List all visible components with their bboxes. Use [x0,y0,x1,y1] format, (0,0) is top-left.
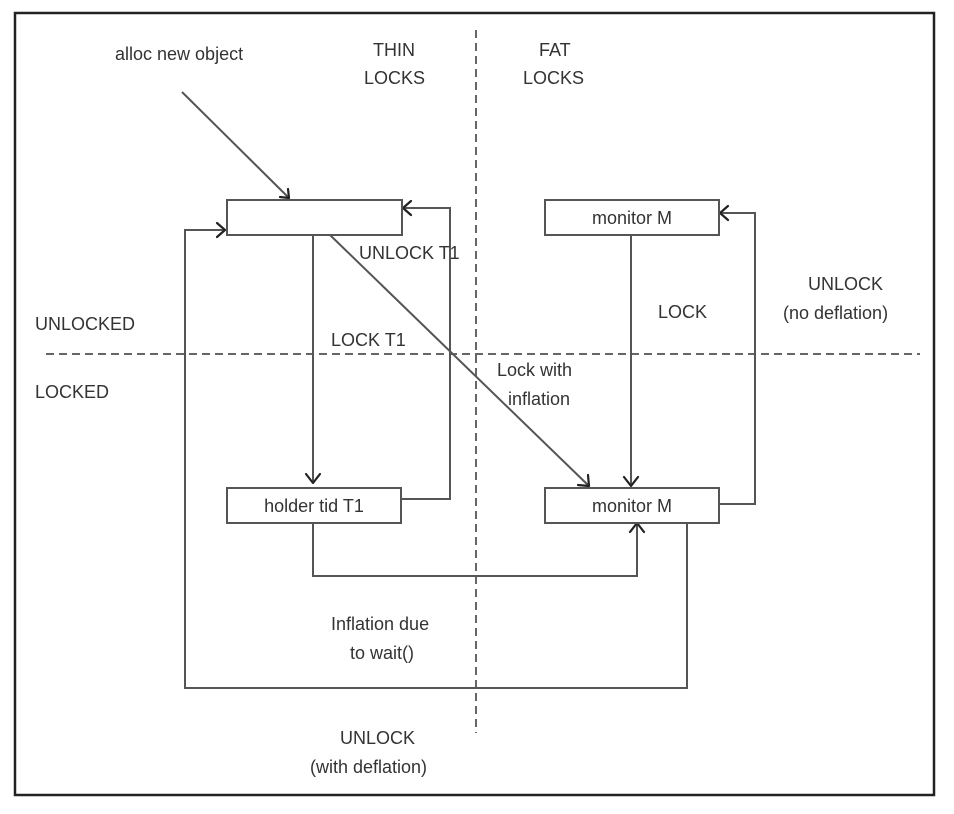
lock-fat-label: LOCK [658,302,707,322]
node-holder-tid: holder tid T1 [226,487,402,524]
unlocked-region-label: UNLOCKED [35,314,135,334]
node-monitor-locked-label: monitor M [592,496,672,516]
unlock-deflation-edge [184,229,688,689]
locked-region-label: LOCKED [35,382,109,402]
unlock-t1-edge [386,207,451,500]
unlock-no-deflation-label-line2: (no deflation) [783,303,888,323]
node-holder-tid-label: holder tid T1 [264,496,364,516]
unlock-deflation-arrowhead [215,221,227,239]
diagram-frame [13,11,936,797]
unlock-deflation-label-line1: UNLOCK [340,728,415,748]
unlock-t1-label: UNLOCK T1 [359,243,460,263]
inflation-wait-label-line1: Inflation due [331,614,429,634]
thin-locks-label-line2: LOCKS [364,68,425,88]
unlock-no-deflation-edge [719,212,756,505]
lock-t1-label: LOCK T1 [331,330,406,350]
node-monitor-locked: monitor M [544,487,720,524]
unlock-no-deflation-label-line1: UNLOCK [808,274,883,294]
lock-t1-arrowhead [304,472,322,485]
thin-locks-label-line1: THIN [373,40,415,60]
lock-inflation-arrowhead [576,473,591,488]
alloc-arrowhead [278,187,291,200]
alloc-edge [181,91,290,199]
lock-inflation-label-line2: inflation [508,389,570,409]
lock-fat-arrowhead [622,475,640,488]
node-monitor-unlocked-label: monitor M [592,208,672,228]
node-thin-unlocked [226,199,403,236]
lock-inflation-label-line1: Lock with [497,360,572,380]
fat-locks-label-line2: LOCKS [523,68,584,88]
fat-locks-label-line1: FAT [539,40,571,60]
inflation-wait-edge [312,523,638,577]
unlock-deflation-label-line2: (with deflation) [310,757,427,777]
node-monitor-unlocked: monitor M [544,199,720,236]
alloc-label: alloc new object [115,44,243,64]
inflation-wait-label-line2: to wait() [350,643,414,663]
lock-inflation-edge [329,234,590,487]
